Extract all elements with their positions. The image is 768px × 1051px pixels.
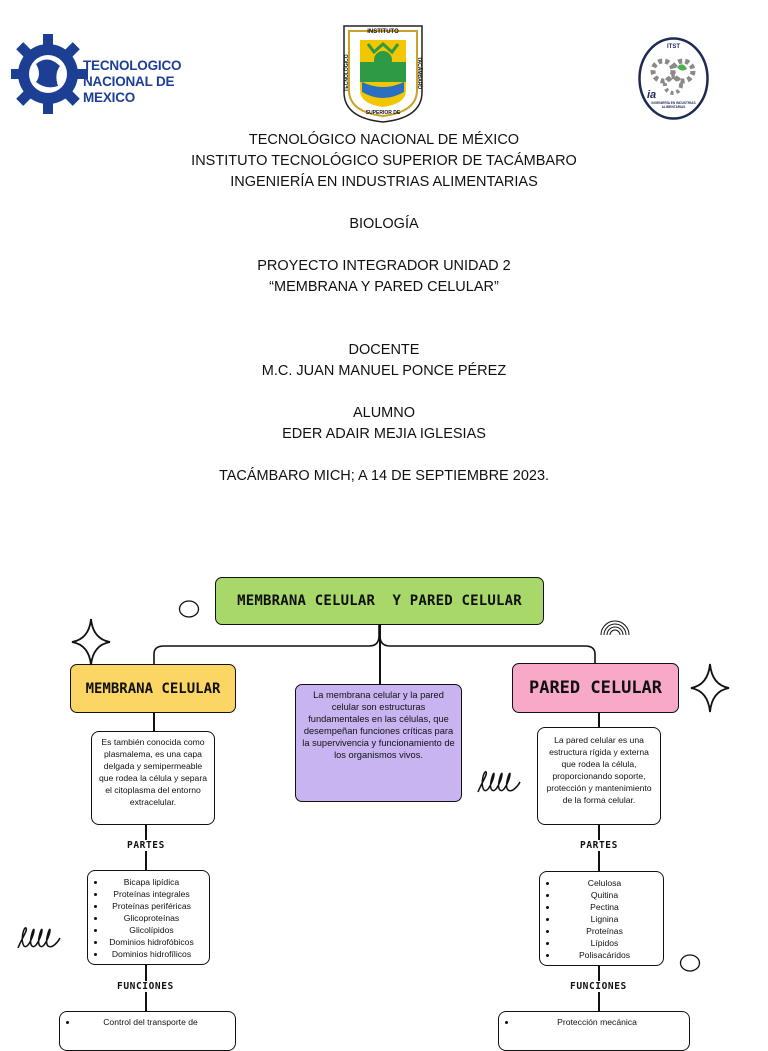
header-line: PROYECTO INTEGRADOR UNIDAD 2 xyxy=(257,258,511,274)
list-item: Glicolípidos xyxy=(106,924,205,936)
ia-logo: ITST ia INGENIERÍA EN INDUSTRIAS ALIMENT… xyxy=(637,37,710,120)
list-item: Dominios hidrofóbicos xyxy=(106,936,205,948)
definition-text: La membrana celular y la pared celular s… xyxy=(302,690,455,760)
membrana-description-box: Es también conocida como plasmalema, es … xyxy=(91,731,215,825)
rainbow-doodle-icon xyxy=(600,620,630,636)
list-item: Protección mecánica xyxy=(517,1016,685,1028)
header-line: EDER ADAIR MEJIA IGLESIAS xyxy=(282,426,486,442)
circle-doodle-icon xyxy=(178,600,200,618)
loop-doodle-icon xyxy=(17,927,61,949)
header-line: INGENIERÍA EN INDUSTRIAS ALIMENTARIAS xyxy=(230,174,538,190)
header-line: “MEMBRANA Y PARED CELULAR” xyxy=(269,279,499,295)
itst-logo: INSTITUTO TECNOLÓGICO TACÁMBARO SUPERIOR… xyxy=(338,22,428,124)
itst-shield-icon xyxy=(343,25,423,123)
sparkle-icon xyxy=(690,663,730,713)
circle-doodle-icon xyxy=(679,954,701,972)
map-title-box: MEMBRANA CELULAR Y PARED CELULAR xyxy=(215,577,544,625)
ia-gears-icon xyxy=(638,37,709,120)
header-line: INSTITUTO TECNOLÓGICO SUPERIOR DE TACÁMB… xyxy=(191,153,577,169)
tecnm-logo-line1: TECNOLOGICO xyxy=(83,58,182,73)
header-line: TECNOLÓGICO NACIONAL DE MÉXICO xyxy=(248,132,520,148)
map-title: MEMBRANA CELULAR Y PARED CELULAR xyxy=(237,593,522,609)
pared-parts-list: CelulosaQuitinaPectinaLigninaProteínasLí… xyxy=(544,877,659,961)
list-item: Celulosa xyxy=(558,877,659,889)
list-item: Pectina xyxy=(558,901,659,913)
header-line: DOCENTE xyxy=(348,342,420,358)
list-item: Lignina xyxy=(558,913,659,925)
membrana-parts-box: Bicapa lipídicaProteínas integralesProte… xyxy=(87,870,210,965)
connector-title-definition xyxy=(379,625,381,685)
pared-title: PARED CELULAR xyxy=(528,678,663,698)
definition-box: La membrana celular y la pared celular s… xyxy=(295,684,462,802)
pared-description: La pared celular es una estructura rígid… xyxy=(546,735,652,805)
header-line xyxy=(0,193,768,214)
list-item: Bicapa lipídica xyxy=(106,876,205,888)
tecnm-gear-icon xyxy=(8,34,88,114)
ia-logo-top-text: ITST xyxy=(667,44,680,50)
itst-logo-bottom-text: SUPERIOR DE xyxy=(365,110,401,116)
header-line xyxy=(0,382,768,403)
tecnm-logo-line2: NACIONAL DE MEXICO xyxy=(83,74,175,105)
list-item: Quitina xyxy=(558,889,659,901)
connector-branches xyxy=(153,625,596,664)
membrana-title: MEMBRANA CELULAR xyxy=(85,680,221,697)
pared-title-box: PARED CELULAR xyxy=(512,663,679,713)
list-item: Proteínas periféricas xyxy=(106,900,205,912)
pared-parts-box: CelulosaQuitinaPectinaLigninaProteínasLí… xyxy=(539,871,664,966)
list-item: Dominios hidrofílicos xyxy=(106,948,205,960)
itst-logo-right-text: TACÁMBARO xyxy=(416,56,422,90)
ia-logo-mid-text: ia xyxy=(647,89,657,101)
membrana-parts-list: Bicapa lipídicaProteínas integralesProte… xyxy=(92,876,205,960)
list-item: Lípidos xyxy=(558,937,659,949)
membrana-functions-label: FUNCIONES xyxy=(115,981,176,992)
list-item: Proteínas xyxy=(558,925,659,937)
header-line: ALUMNO xyxy=(352,405,416,421)
membrana-title-box: MEMBRANA CELULAR xyxy=(70,664,236,713)
pared-parts-label: PARTES xyxy=(578,840,620,851)
header-line: M.C. JUAN MANUEL PONCE PÉREZ xyxy=(261,363,507,379)
list-item: Glicoproteínas xyxy=(106,912,205,924)
header-line xyxy=(0,298,768,319)
list-item: Control del transporte de xyxy=(78,1016,231,1028)
membrana-functions-box: Control del transporte de xyxy=(59,1011,236,1051)
list-item: Polisacáridos xyxy=(558,949,659,961)
membrana-parts-label: PARTES xyxy=(125,840,167,851)
pared-functions-box: Protección mecánica xyxy=(498,1011,690,1051)
pared-description-box: La pared celular es una estructura rígid… xyxy=(537,727,661,825)
header-line xyxy=(0,445,768,466)
header-line: TACÁMBARO MICH; A 14 DE SEPTIEMBRE 2023. xyxy=(218,468,550,484)
pared-functions-label: FUNCIONES xyxy=(568,981,629,992)
itst-logo-top-text: INSTITUTO xyxy=(367,29,399,35)
header-line: BIOLOGÍA xyxy=(349,216,419,232)
ia-logo-bottom-text: INGENIERÍA EN INDUSTRIAS ALIMENTARIAS xyxy=(651,101,696,109)
tecnm-logo: TECNOLOGICO NACIONAL DE MEXICO xyxy=(8,30,213,118)
header-line xyxy=(0,319,768,340)
itst-logo-left-text: TECNOLÓGICO xyxy=(344,54,350,92)
loop-doodle-icon xyxy=(477,771,521,793)
connector-pared-desc xyxy=(598,713,600,727)
membrana-functions-list: Control del transporte de xyxy=(64,1016,231,1028)
list-item: Proteínas integrales xyxy=(106,888,205,900)
membrana-description: Es también conocida como plasmalema, es … xyxy=(99,737,207,807)
pared-functions-list: Protección mecánica xyxy=(503,1016,685,1028)
header-line xyxy=(0,235,768,256)
sparkle-icon xyxy=(71,618,111,666)
cover-header: TECNOLÓGICO NACIONAL DE MÉXICO INSTITUTO … xyxy=(0,130,768,487)
connector-membrana-desc xyxy=(153,713,155,731)
